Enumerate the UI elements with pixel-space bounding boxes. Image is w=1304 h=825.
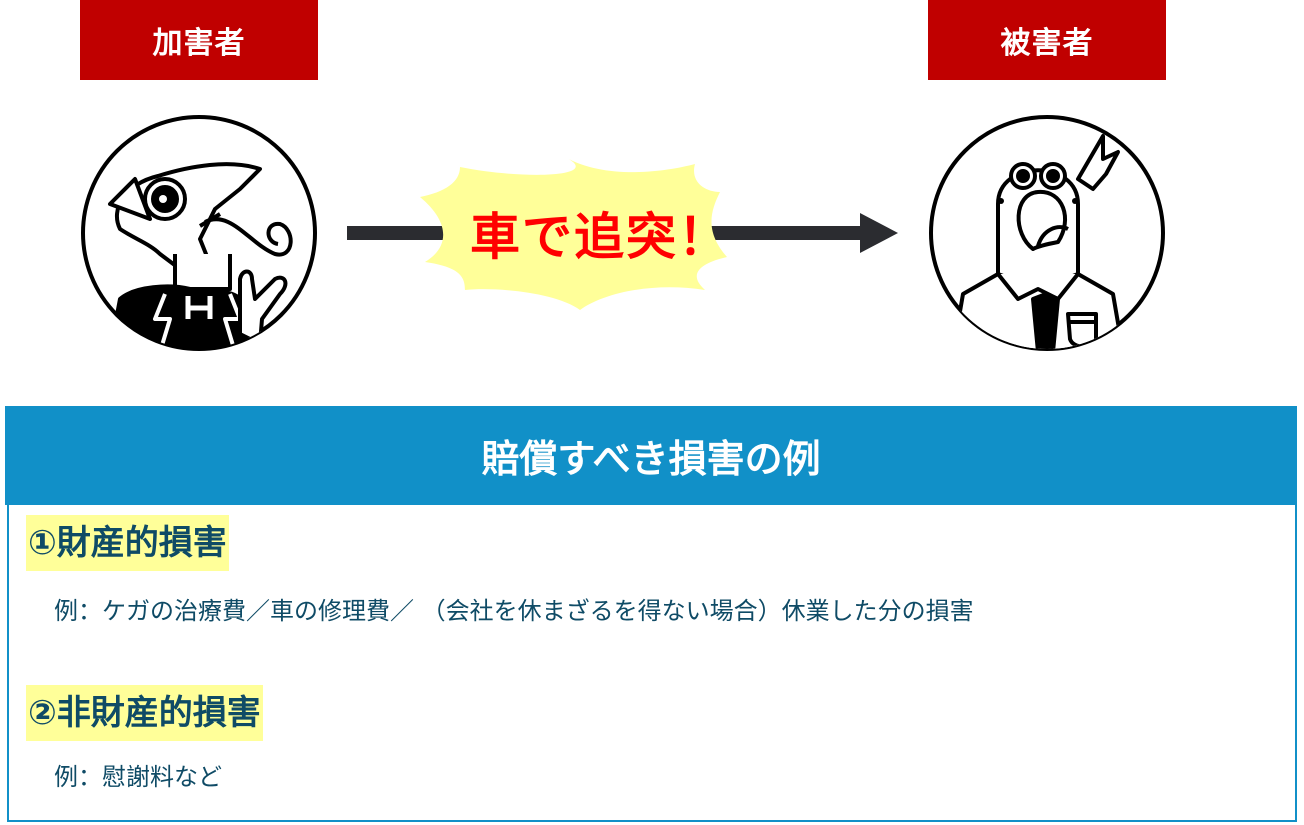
perpetrator-label: 加害者 (80, 0, 318, 80)
panel-body: ①財産的損害 例：ケガの治療費／車の修理費／ （会社を休まざるを得ない場合）休業… (7, 505, 1297, 822)
category-property-title: ①財産的損害 (26, 515, 229, 571)
category-nonproperty-example: 例：慰謝料など (54, 763, 222, 791)
victim-label: 被害者 (928, 0, 1166, 80)
category-nonproperty-title: ②非財産的損害 (26, 685, 263, 741)
perpetrator-label-text: 加害者 (152, 26, 246, 61)
damages-panel: 賠償すべき損害の例 ①財産的損害 例：ケガの治療費／車の修理費／ （会社を休まざ… (5, 406, 1297, 822)
arrow-head-icon (860, 213, 898, 253)
category-property-example: 例：ケガの治療費／車の修理費／ （会社を休まざるを得ない場合）休業した分の損害 (54, 597, 974, 625)
perpetrator-avatar-icon (81, 115, 317, 351)
victim-label-text: 被害者 (1000, 26, 1094, 61)
panel-title: 賠償すべき損害の例 (5, 406, 1297, 505)
victim-avatar-icon (929, 115, 1165, 351)
explosion-burst-icon (420, 157, 727, 310)
event-text: 車で追突！ (470, 208, 730, 266)
